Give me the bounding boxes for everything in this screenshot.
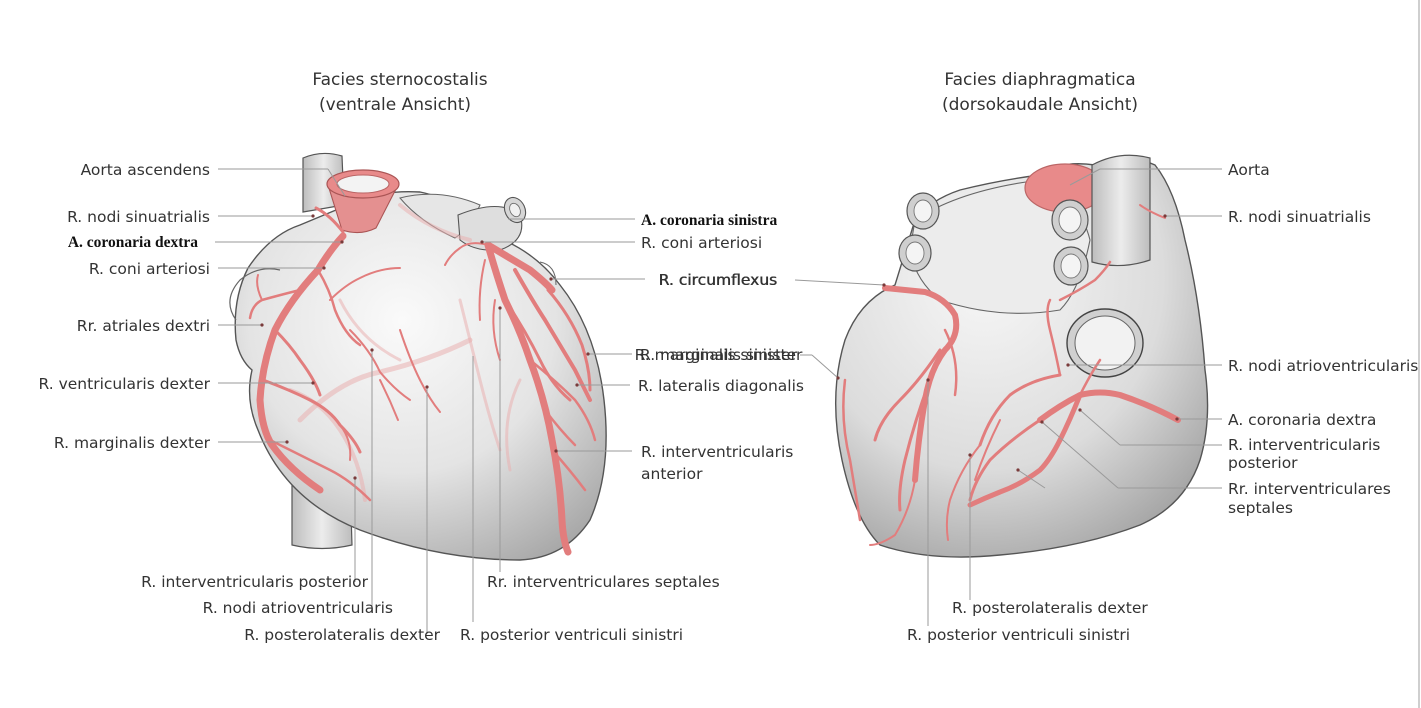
label-r-interventricularis-posterior-2: posterior bbox=[1228, 454, 1298, 472]
label-r-posterolateralis-dexter-right: R. posterolateralis dexter bbox=[952, 599, 1148, 617]
right-heart-view: Facies diaphragmatica (dorsokaudale Ansi… bbox=[635, 70, 1419, 644]
label-r-marginalis-sinister-left: R. marginalis sinister bbox=[640, 346, 803, 364]
left-heart-view: Facies sternocostalis (ventrale Ansicht) bbox=[39, 70, 804, 644]
label-a-coronaria-sinistra: A. coronaria sinistra bbox=[641, 212, 777, 229]
label-rr-interventriculares-septales-left: Rr. interventriculares septales bbox=[487, 573, 720, 591]
label-aorta: Aorta bbox=[1228, 161, 1270, 179]
label-a-coronaria-dextra-left: A. coronaria dextra bbox=[68, 234, 198, 251]
pulmonary-veins bbox=[898, 192, 1089, 286]
label-r-lateralis-diagonalis: R. lateralis diagonalis bbox=[638, 377, 804, 395]
left-auricle bbox=[457, 206, 523, 251]
label-r-circumflexus-right: R. circumflexus bbox=[659, 271, 777, 289]
left-title-line1: Facies sternocostalis bbox=[312, 70, 487, 90]
label-r-coni-arteriosi-left: R. coni arteriosi bbox=[89, 260, 210, 278]
label-r-nodi-sinuatrialis-right: R. nodi sinuatrialis bbox=[1228, 208, 1371, 226]
left-view-left-coronary bbox=[444, 241, 597, 556]
left-lead-dots bbox=[260, 214, 590, 480]
right-view-arteries bbox=[842, 204, 1181, 546]
label-r-marginalis-dexter: R. marginalis dexter bbox=[54, 434, 211, 452]
label-r-posterior-ventriculi-sinistri-left: R. posterior ventriculi sinistri bbox=[460, 626, 683, 644]
label-aorta-ascendens: Aorta ascendens bbox=[81, 161, 210, 179]
label-r-marginalis-sinister-right: R. marginalis sinister bbox=[635, 346, 798, 364]
left-leaders bbox=[215, 168, 645, 634]
label-r-ventricularis-dexter: R. ventricularis dexter bbox=[39, 375, 211, 393]
label-rr-interventriculares-septales-2: septales bbox=[1228, 499, 1293, 517]
label-r-nodi-sinuatrialis-left: R. nodi sinuatrialis bbox=[67, 208, 210, 226]
label-a-coronaria-dextra-right: A. coronaria dextra bbox=[1228, 411, 1376, 429]
label-r-posterolateralis-dexter-left: R. posterolateralis dexter bbox=[244, 626, 440, 644]
label-r-circumflexus-left: R. circumflexus bbox=[659, 271, 777, 289]
label-rr-atriales-dextri: Rr. atriales dextri bbox=[77, 317, 210, 335]
label-r-interventricularis-posterior-left: R. interventricularis posterior bbox=[141, 573, 368, 591]
label-r-posterior-ventriculi-sinistri-right: R. posterior ventriculi sinistri bbox=[907, 626, 1130, 644]
label-r-nodi-atrioventricularis-right: R. nodi atrioventricularis bbox=[1228, 357, 1418, 375]
vena-cava-superior-right bbox=[1091, 154, 1151, 267]
label-r-interventricularis-anterior-2: anterior bbox=[641, 465, 703, 483]
label-r-nodi-atrioventricularis-left: R. nodi atrioventricularis bbox=[203, 599, 393, 617]
right-lead-dots bbox=[836, 214, 1179, 472]
label-r-interventricularis-posterior-1: R. interventricularis bbox=[1228, 436, 1380, 454]
right-leaders bbox=[794, 168, 1222, 626]
right-auricle bbox=[229, 268, 281, 321]
left-title-line2: (ventrale Ansicht) bbox=[319, 95, 471, 115]
label-r-coni-arteriosi-right: R. coni arteriosi bbox=[641, 234, 762, 252]
label-r-interventricularis-anterior-1: R. interventricularis bbox=[641, 443, 793, 461]
right-title-line2: (dorsokaudale Ansicht) bbox=[942, 95, 1138, 115]
right-title-line1: Facies diaphragmatica bbox=[944, 70, 1135, 90]
label-rr-interventriculares-septales-1: Rr. interventriculares bbox=[1228, 480, 1391, 498]
left-view-arteries bbox=[248, 206, 441, 502]
